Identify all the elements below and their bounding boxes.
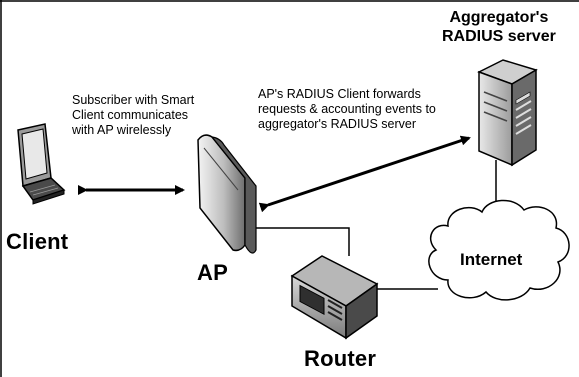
laptop-icon — [17, 123, 66, 205]
internet-label: Internet — [460, 250, 523, 269]
subscriber-note: Subscriber with Smart Client communicate… — [72, 93, 194, 138]
client-label: Client — [6, 229, 69, 254]
aggregator-line-1: Aggregator's — [449, 9, 549, 26]
radius-note-line-3: aggregator's RADIUS server — [258, 117, 417, 131]
internet-cloud-icon — [428, 199, 570, 301]
subscriber-note-line-3: with AP wirelessly — [72, 123, 172, 137]
router-label: Router — [304, 346, 377, 371]
access-point-icon — [197, 134, 257, 254]
aggregator-line-2: RADIUS server — [442, 28, 556, 45]
ap-to-internet-link — [245, 227, 350, 256]
radius-note-line-1: AP's RADIUS Client forwards — [258, 87, 421, 101]
subscriber-note-line-2: Client communicates — [72, 108, 189, 122]
ap-server-arrow — [258, 135, 471, 213]
radius-client-note: AP's RADIUS Client forwards requests & a… — [258, 87, 436, 132]
router-icon — [290, 255, 379, 340]
radius-note-line-2: requests & accounting events to — [258, 102, 436, 116]
server-tower-icon — [477, 59, 538, 167]
aggregator-server-label: Aggregator's RADIUS server — [442, 8, 556, 46]
subscriber-note-line-1: Subscriber with Smart — [72, 93, 195, 107]
ap-label: AP — [197, 260, 228, 285]
